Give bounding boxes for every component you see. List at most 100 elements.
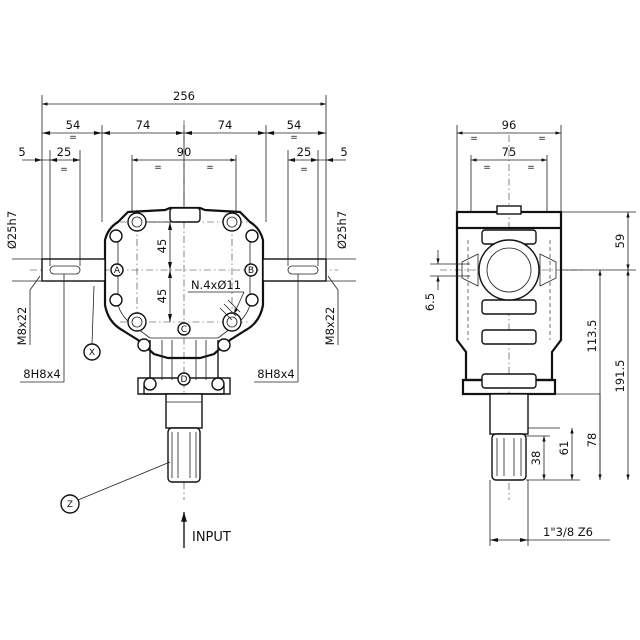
dim-shaft-dia-left: Ø25h7 — [5, 211, 19, 249]
bolt-hole-top-left-inner — [131, 216, 143, 228]
small-boss-tl — [109, 229, 123, 243]
spline-right: 8H8x4 — [257, 367, 294, 381]
point-b: B — [244, 263, 258, 277]
side-rib-mid — [481, 299, 537, 315]
callout-z-circle — [60, 494, 80, 514]
equal-mark-25-left: = — [60, 165, 68, 175]
side-input-lower — [491, 433, 527, 481]
neck-ribs — [161, 340, 207, 380]
side-hidden-lines — [467, 240, 551, 340]
equal-mark-96-right: = — [538, 134, 546, 144]
side-input-spline — [496, 438, 522, 476]
bolt-hole-top-left — [127, 212, 147, 232]
dim-78-text: 78 — [585, 433, 599, 448]
gearbox-body-outline — [103, 206, 265, 360]
front-extension-lines — [41, 95, 327, 266]
callout-x-leader — [91, 285, 95, 345]
input-spline-text: 1"3/8 Z6 — [543, 525, 593, 539]
front-view: A B C D 256 54 74 74 54 90 = = = — [5, 89, 356, 548]
point-d-label: D — [181, 375, 188, 385]
equal-mark-96-left: = — [470, 134, 478, 144]
dim-96-text: 96 — [502, 118, 517, 132]
side-view: 96 = = 75 = = 59 113.5 191.5 78 61 38 6.… — [423, 118, 636, 546]
equal-mark-54-right: = — [290, 133, 298, 143]
left-shaft-keyway — [49, 265, 81, 275]
dim-61-text: 61 — [557, 441, 571, 456]
bolt-hole-bottom-left-inner — [131, 316, 143, 328]
thread-left: M8x22 — [15, 307, 29, 346]
equal-mark-90-right: = — [206, 163, 214, 173]
left-shaft — [41, 258, 106, 282]
point-b-label: B — [248, 266, 254, 276]
dim-90-text: 90 — [177, 145, 192, 159]
callout-x-circle — [83, 343, 101, 361]
side-top-ext-lines — [456, 125, 562, 212]
callout-x-label: X — [89, 348, 95, 358]
small-boss-lr — [217, 338, 231, 352]
dim-59-text: 59 — [613, 234, 627, 249]
input-shaft-spline-lines — [171, 432, 197, 478]
small-boss-tr — [245, 229, 259, 243]
dim-113-text: 113.5 — [585, 320, 599, 353]
dim-45-upper: 45 — [155, 239, 169, 254]
neck-foot — [137, 377, 231, 395]
side-center-wings — [461, 253, 557, 287]
spline-dim-arrows — [490, 538, 528, 542]
equal-mark-25-right: = — [300, 165, 308, 175]
equal-mark-75-left: = — [483, 163, 491, 173]
dim-45-arrows — [168, 222, 172, 322]
spline-left: 8H8x4 — [23, 367, 60, 381]
dim-5-right: 5 — [340, 145, 347, 159]
small-boss-nr — [211, 377, 225, 391]
input-shaft-upper — [165, 393, 203, 429]
bolt-hole-callout: N.4xØ11 — [191, 278, 241, 292]
thread-left-leader2 — [29, 275, 41, 291]
bolt-hole-leader-angle — [233, 291, 245, 315]
dim-25-left: 25 — [57, 145, 72, 159]
point-c: C — [177, 322, 191, 336]
dim-54-right: 54 — [287, 118, 302, 132]
dim-45-lower: 45 — [155, 289, 169, 304]
input-label: INPUT — [192, 530, 231, 545]
side-right-ext-lines — [526, 211, 636, 481]
spline-dim-ext — [489, 480, 529, 546]
dim-74-right: 74 — [218, 118, 233, 132]
point-d: D — [177, 372, 191, 386]
body-inner-outline — [117, 236, 251, 339]
point-a: A — [110, 263, 124, 277]
dim-38-text: 38 — [529, 451, 543, 466]
dim-shaft-dia-right: Ø25h7 — [335, 211, 349, 249]
bolt-hole-top-right — [222, 212, 242, 232]
dim-5-left: 5 — [18, 145, 25, 159]
side-rib-low — [481, 329, 537, 345]
small-boss-ll — [137, 338, 151, 352]
point-a-label: A — [114, 266, 121, 276]
right-shaft — [262, 258, 327, 282]
dim-74-left: 74 — [136, 118, 151, 132]
small-boss-nl — [143, 377, 157, 391]
callout-z-leader — [77, 461, 171, 501]
dim-65-text: 6.5 — [423, 293, 437, 311]
equal-mark-54-left: = — [69, 133, 77, 143]
bolt-hole-bottom-right-inner — [226, 316, 238, 328]
dim-54-left: 54 — [66, 118, 81, 132]
dim-25-right: 25 — [297, 145, 312, 159]
point-c-label: C — [181, 325, 187, 335]
dim-row2-arrows — [42, 131, 326, 135]
side-top-boss — [496, 205, 522, 215]
callout-z-label: Z — [67, 500, 73, 510]
input-shaft-lower — [167, 427, 201, 483]
equal-mark-90-left: = — [154, 163, 162, 173]
side-input-upper — [489, 393, 529, 435]
small-boss-bl — [109, 293, 123, 307]
bolt-hole-bottom-left — [127, 312, 147, 332]
small-boss-br — [245, 293, 259, 307]
bolt-hole-bottom-right — [222, 312, 242, 332]
side-center-boss-outer — [478, 239, 540, 301]
thread-right-leader2 — [327, 275, 339, 291]
dim-191-text: 191.5 — [613, 360, 627, 393]
dim-75-text: 75 — [502, 145, 517, 159]
dim-38-ext — [526, 435, 580, 481]
dim-256-text: 256 — [173, 89, 195, 103]
